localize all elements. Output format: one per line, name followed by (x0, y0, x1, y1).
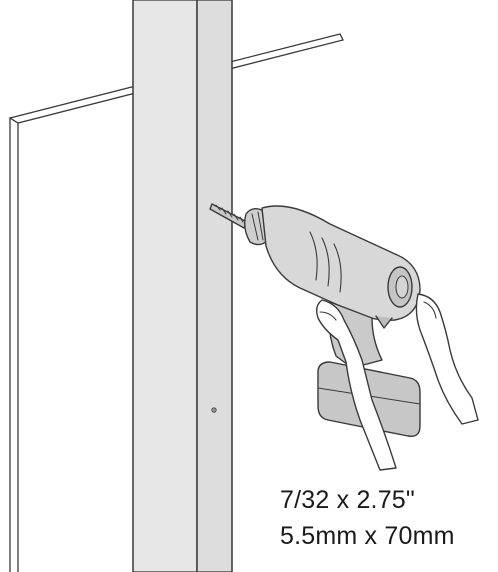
hand-icon (315, 293, 479, 471)
drill-bit-size-imperial: 7/32 x 2.75" (280, 486, 415, 514)
drill-body (261, 205, 421, 321)
drill-bit-size-metric: 5.5mm x 70mm (280, 522, 455, 550)
drill-trigger (375, 315, 393, 329)
vertical-post (132, 0, 233, 572)
right-hand (415, 293, 479, 425)
left-hand (315, 299, 397, 471)
pilot-hole-mark (211, 407, 217, 413)
drill-icon (209, 203, 421, 437)
